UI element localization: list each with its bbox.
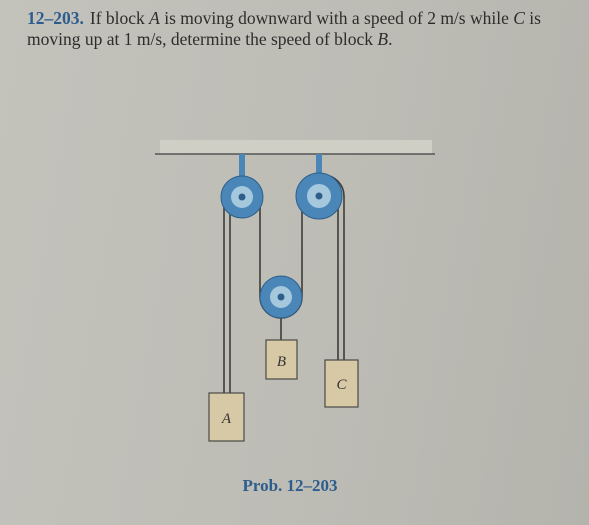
figure-caption: Prob. 12–203 <box>242 476 338 495</box>
pulley-b <box>259 275 303 319</box>
problem-statement: 12–203.If block A is moving downward wit… <box>27 8 567 50</box>
pulley-left <box>220 175 264 219</box>
block-a-label: A <box>221 411 232 427</box>
block-b: B <box>265 339 298 380</box>
block-b-label: B <box>277 354 286 370</box>
block-c: C <box>324 359 359 408</box>
ceiling-hatch <box>160 140 432 154</box>
hanger-left <box>239 154 245 196</box>
problem-text-1: If block <box>89 8 150 28</box>
pulley-right <box>295 172 343 220</box>
problem-block-c: C <box>513 8 525 28</box>
problem-text-4: . <box>388 29 393 49</box>
problem-text-2: is moving downward with a speed of 2 m/s… <box>159 8 514 28</box>
block-a: A <box>208 392 245 442</box>
problem-block-b: B <box>377 29 389 49</box>
block-c-label: C <box>336 377 347 393</box>
problem-text-3: is moving up at 1 m/s, determine the spe… <box>27 8 541 49</box>
problem-block-a: A <box>149 8 160 28</box>
problem-number: 12–203. <box>27 8 84 28</box>
